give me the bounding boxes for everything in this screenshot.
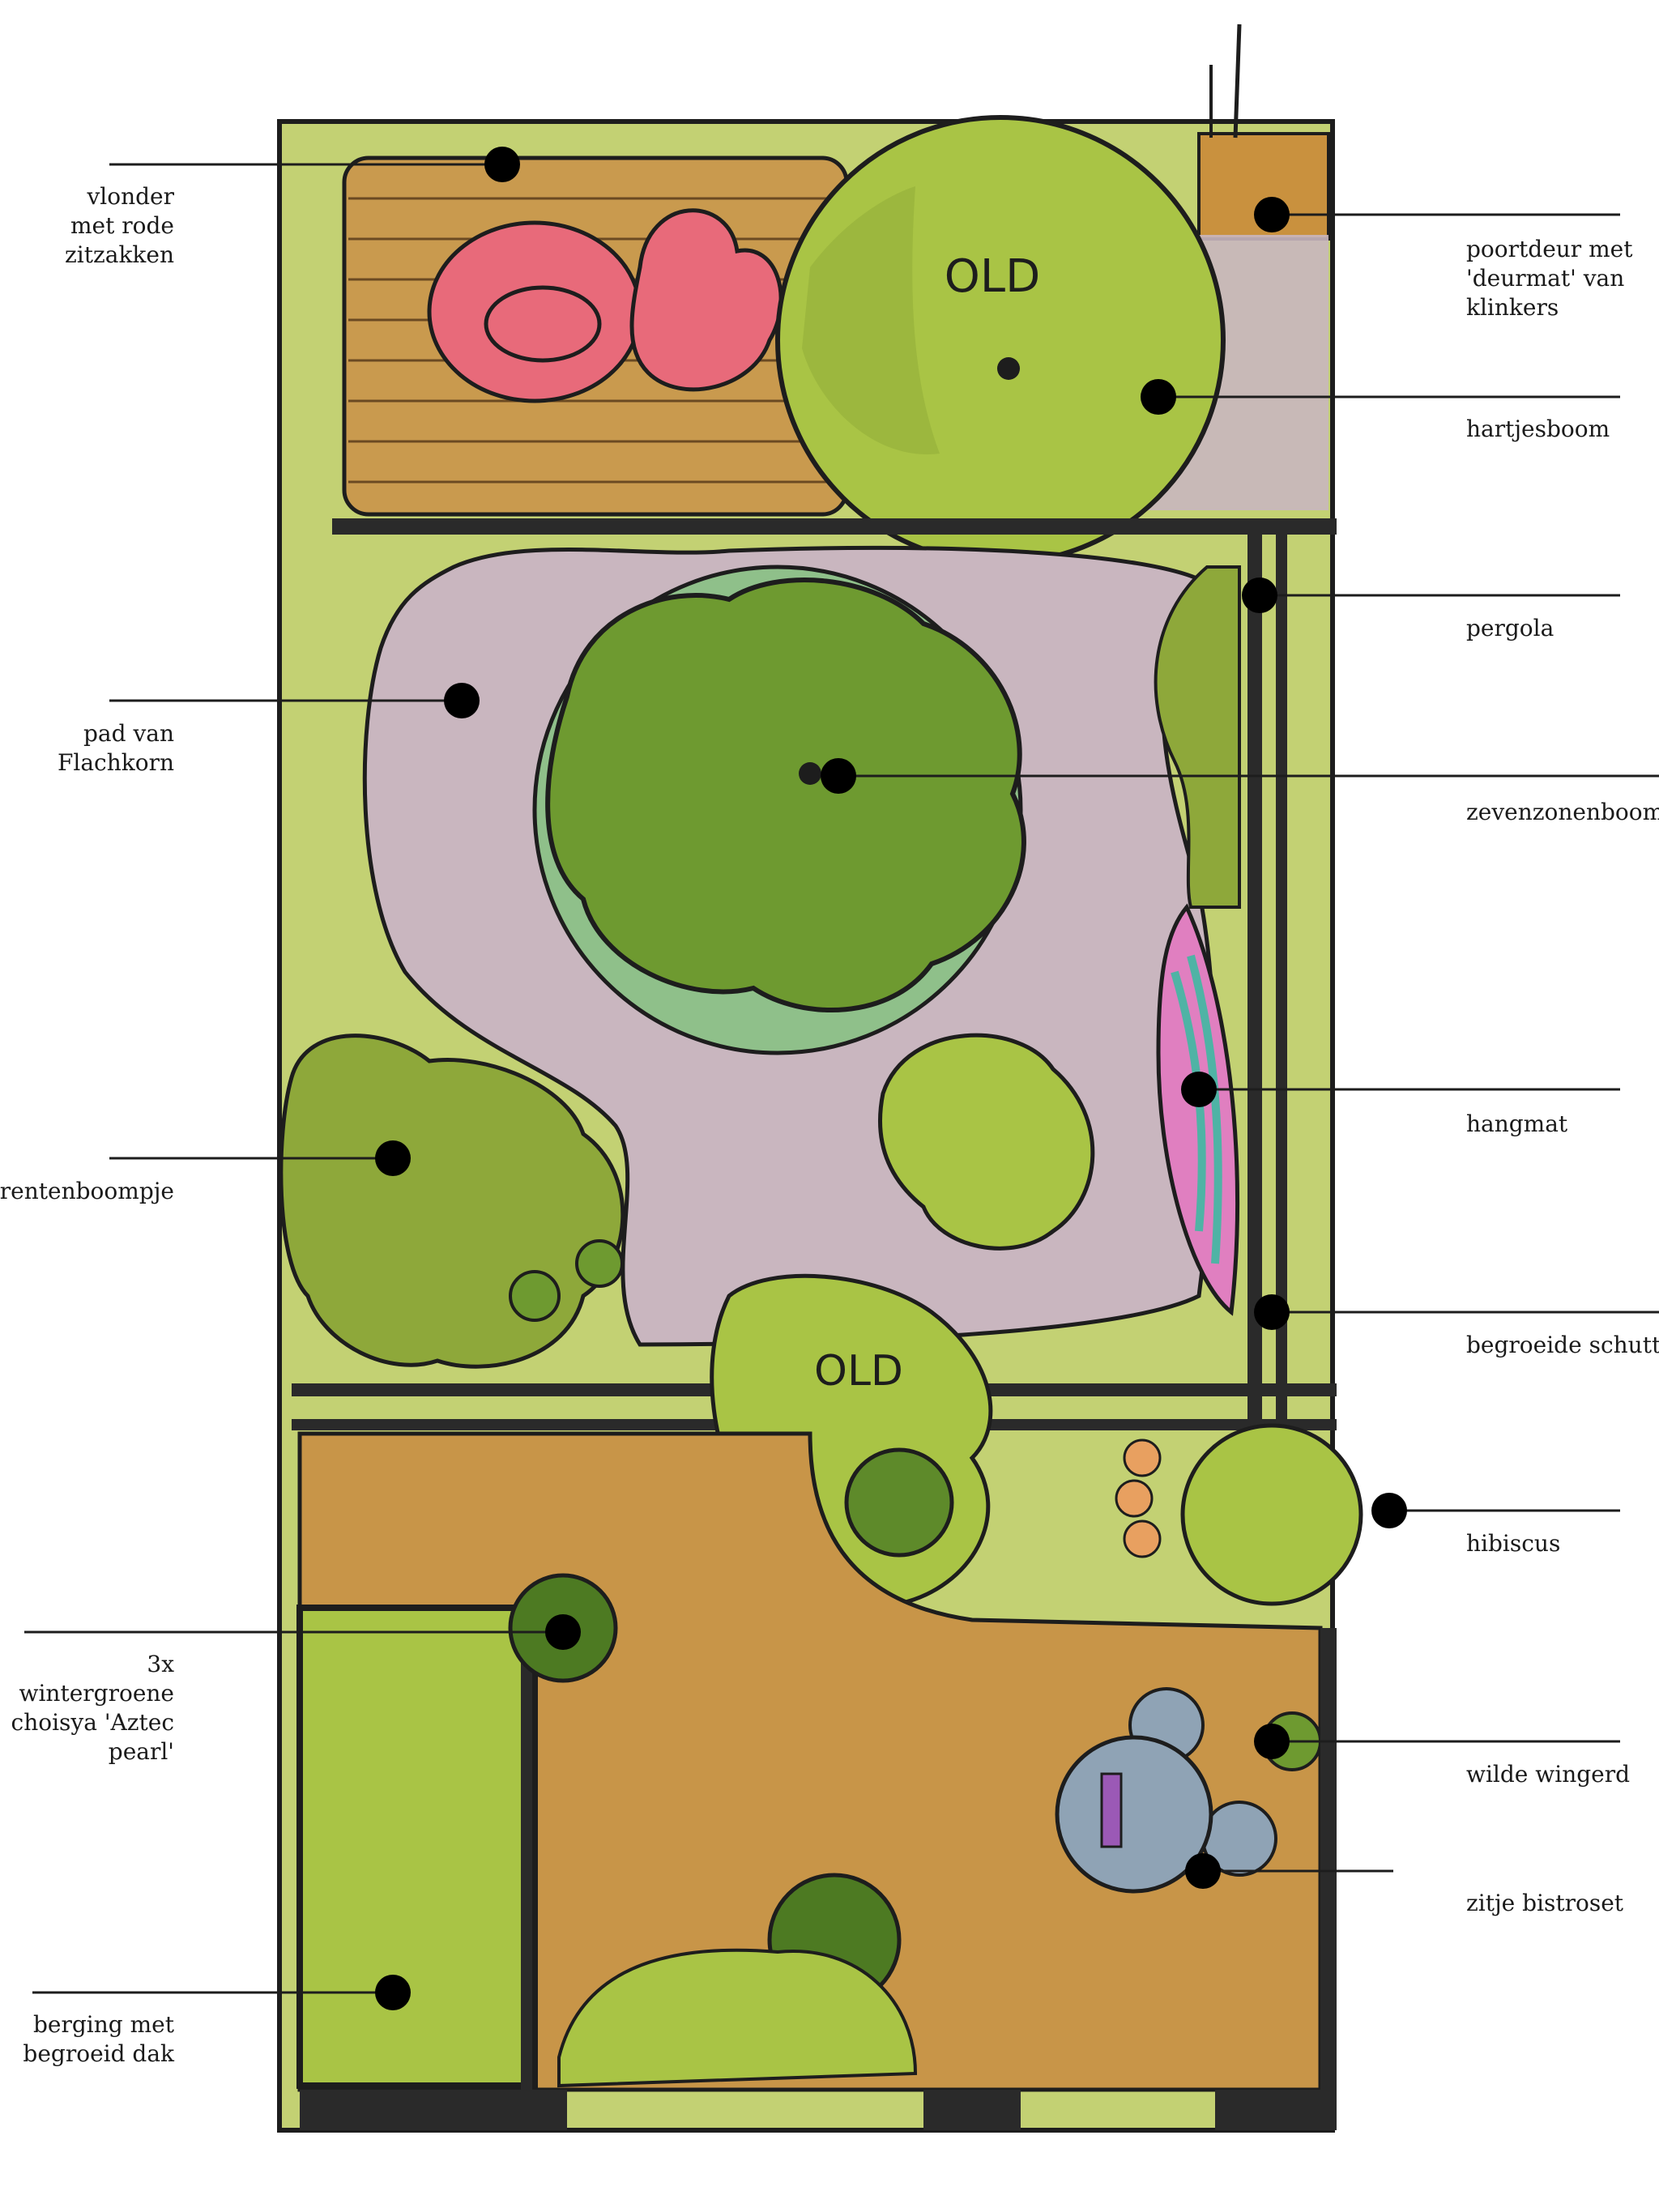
marker-pad bbox=[444, 683, 480, 718]
lower-tree-mark: OLD bbox=[814, 1347, 903, 1396]
heart-tree-mark: OLD bbox=[945, 250, 1040, 303]
label-schutting: begroeide schutting bbox=[1466, 1332, 1659, 1358]
right-hedge bbox=[1154, 565, 1241, 909]
shed bbox=[296, 1605, 538, 2089]
currant-berry-2 bbox=[575, 1239, 624, 1288]
beanbag-right bbox=[629, 208, 783, 392]
label-hibiscus: hibiscus bbox=[1466, 1530, 1561, 1557]
marker-dots bbox=[375, 147, 1407, 2010]
marker-hartjesboom bbox=[1141, 379, 1176, 415]
label-bistroset: zitje bistroset bbox=[1466, 1890, 1624, 1916]
bistro-bottle bbox=[1100, 1772, 1123, 1848]
currant-berry-1 bbox=[509, 1270, 561, 1322]
marker-pergola bbox=[1242, 578, 1277, 613]
marker-berging bbox=[375, 1975, 411, 2010]
label-vlonder: vlonder met rode zitzakken bbox=[65, 183, 174, 268]
marker-zevenzonenboom bbox=[821, 758, 856, 794]
marker-wingerd bbox=[1254, 1724, 1290, 1759]
marker-vlonder bbox=[484, 147, 520, 182]
bottom-wall-right bbox=[1215, 2090, 1333, 2130]
beanbag-left bbox=[427, 220, 642, 403]
leaders-right bbox=[838, 213, 1659, 1873]
marker-hibiscus bbox=[1371, 1493, 1407, 1528]
heart-tree-trunk bbox=[997, 357, 1020, 380]
terrace-planting bbox=[557, 1948, 918, 2088]
gate-post bbox=[1233, 23, 1242, 139]
label-pergola: pergola bbox=[1466, 615, 1555, 641]
label-wingerd: wilde wingerd bbox=[1466, 1761, 1631, 1788]
bottom-wall-left bbox=[300, 2090, 567, 2130]
label-pad: pad van Flachkorn bbox=[57, 720, 174, 776]
shrub-mid bbox=[878, 1033, 1095, 1251]
marker-schutting bbox=[1254, 1294, 1290, 1330]
hibiscus-flowers bbox=[1115, 1438, 1162, 1558]
seven-son-tree-trunk bbox=[799, 762, 821, 785]
marker-krentenboompje bbox=[375, 1140, 411, 1176]
marker-hangmat bbox=[1181, 1072, 1217, 1107]
label-choisya: 3x wintergroene choisya 'Aztec pearl' bbox=[11, 1651, 174, 1765]
hibiscus bbox=[1180, 1423, 1363, 1606]
label-hangmat: hangmat bbox=[1466, 1110, 1568, 1137]
label-poortdeur: poortdeur met 'deurmat' van klinkers bbox=[1466, 236, 1633, 321]
beanbag-left-inner bbox=[484, 285, 602, 363]
seven-son-tree-leaves bbox=[545, 578, 1026, 1012]
label-berging: berging met begroeid dak bbox=[23, 2011, 174, 2067]
pergola-post-right-2 bbox=[1276, 518, 1287, 1434]
pergola-post-right bbox=[1247, 518, 1262, 1434]
pergola-beam-top bbox=[332, 518, 1337, 535]
right-wall-lower bbox=[1320, 1628, 1337, 2130]
bottom-wall-mid bbox=[923, 2090, 1021, 2130]
label-zevenzonenboom: zevenzonenboom bbox=[1466, 799, 1659, 825]
bistro-table bbox=[1055, 1735, 1213, 1894]
lower-tree-trunk bbox=[844, 1447, 954, 1558]
marker-poortdeur bbox=[1254, 197, 1290, 232]
garden-outline bbox=[277, 119, 1335, 2133]
marker-choisya bbox=[545, 1614, 581, 1650]
label-krentenboompje: krentenboompje bbox=[0, 1178, 174, 1204]
marker-bistroset bbox=[1185, 1853, 1221, 1889]
leaders-left bbox=[24, 163, 563, 1994]
label-hartjesboom: hartjesboom bbox=[1466, 416, 1610, 442]
heart-tree-shade bbox=[802, 186, 940, 454]
